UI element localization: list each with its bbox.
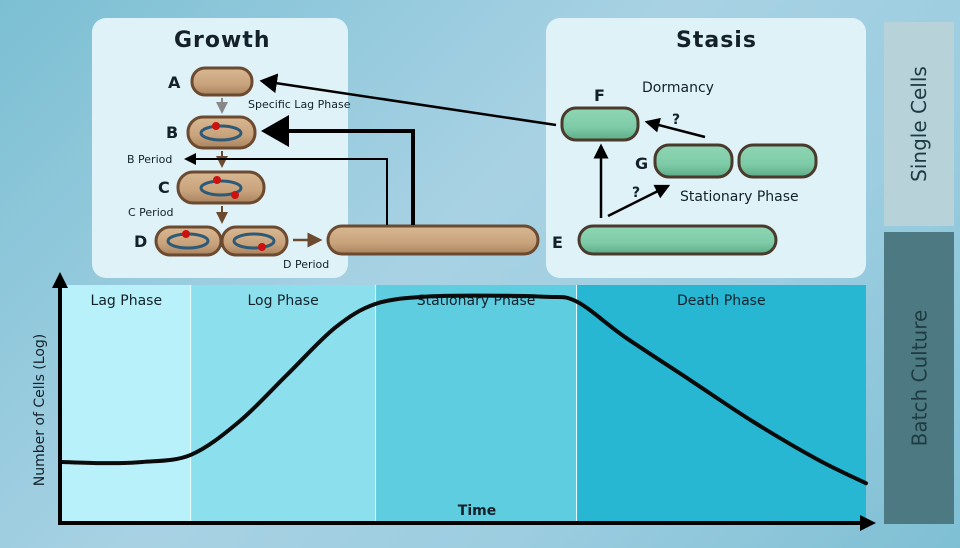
growth-title: Growth xyxy=(174,28,271,53)
cell-b xyxy=(186,115,257,150)
cell-g-right xyxy=(737,143,818,179)
x-axis-label: Time xyxy=(458,503,496,519)
d-period-label: D Period xyxy=(283,258,329,271)
batch-culture-label: Batch Culture xyxy=(884,232,954,524)
cell-e-letter: E xyxy=(552,233,563,252)
c-period-label: C Period xyxy=(128,206,173,219)
cell-d-right xyxy=(220,225,289,257)
cell-g-left xyxy=(653,143,734,179)
phase-band-lag-phase xyxy=(62,285,191,521)
arrow-e-to-g xyxy=(607,184,671,218)
cell-c-letter: C xyxy=(158,178,170,197)
cell-f xyxy=(560,106,640,142)
single-cells-label: Single Cells xyxy=(884,22,954,226)
y-axis-arrow-icon xyxy=(52,272,68,288)
unknown-marker-dormancy: ? xyxy=(672,112,680,128)
cell-elongated-growth xyxy=(326,224,540,256)
specific-lag-phase-label: Specific Lag Phase xyxy=(248,98,351,111)
cell-f-letter: F xyxy=(594,86,605,105)
arrow-g-to-f xyxy=(644,117,706,139)
cell-c xyxy=(176,170,266,205)
phase-label-death-phase: Death Phase xyxy=(677,293,766,309)
stationary-phase-label: Stationary Phase xyxy=(680,189,799,205)
cell-e xyxy=(577,224,778,256)
arrow-to-cell-b xyxy=(261,115,415,225)
phase-label-log-phase: Log Phase xyxy=(247,293,318,309)
dormancy-label: Dormancy xyxy=(642,80,714,96)
cell-b-letter: B xyxy=(166,123,178,142)
phase-band-stationary-phase xyxy=(375,285,577,521)
cell-g-letter: G xyxy=(635,154,648,173)
cell-a xyxy=(190,66,254,97)
cell-a-letter: A xyxy=(168,73,181,92)
unknown-marker-stationary: ? xyxy=(632,185,640,201)
growth-curve xyxy=(60,293,868,486)
x-axis-arrow-icon xyxy=(860,515,876,531)
cell-d-letter: D xyxy=(134,232,147,251)
phase-band-log-phase xyxy=(190,285,376,521)
arrow-f-to-a xyxy=(259,73,557,127)
y-axis-label: Number of Cells (Log) xyxy=(32,334,48,486)
arrow-to-b-period xyxy=(184,153,388,225)
b-period-label: B Period xyxy=(127,153,172,166)
stasis-title: Stasis xyxy=(676,28,757,53)
phase-label-lag-phase: Lag Phase xyxy=(91,293,163,309)
cell-d-left xyxy=(154,225,223,257)
